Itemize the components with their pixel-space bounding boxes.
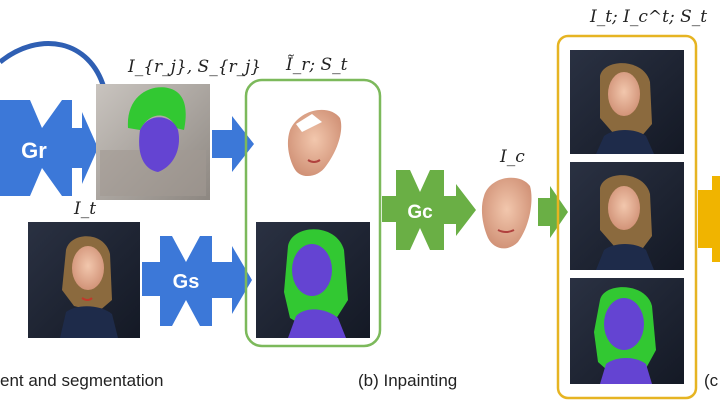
completed-face-label: I_c — [499, 147, 525, 167]
arrow-face-to-blend — [538, 186, 568, 238]
caption-c: (c — [704, 371, 719, 390]
partial-face-image — [287, 109, 342, 177]
feedback-loop-arc — [0, 40, 107, 89]
blend-transferred-image — [570, 162, 684, 270]
caption-b: (b) Inpainting — [358, 371, 457, 390]
target-segmentation-image — [256, 222, 370, 338]
completed-face-image — [481, 177, 532, 249]
reenact-output-label: I_{r_j}, S_{r_j} — [127, 57, 261, 77]
target-face-segment — [292, 244, 332, 296]
arrow-panel-to-gc — [382, 196, 396, 222]
blend-segmentation-image — [570, 278, 684, 384]
caption-a: ent and segmentation — [0, 371, 164, 390]
target-input-label: I_t — [73, 199, 96, 219]
arrow-gc-to-face — [444, 184, 476, 236]
generator-gs: Gs — [142, 236, 252, 326]
blend-input-label: I_t; I_c^t; S_t — [589, 7, 707, 27]
hair-segment — [127, 87, 186, 130]
face-segment — [139, 117, 180, 172]
generator-gr-label: Gr — [21, 138, 47, 163]
reenacted-image — [96, 84, 210, 200]
generator-gs-label: Gs — [173, 271, 200, 293]
arrow-gr-to-output — [72, 112, 98, 184]
generator-gc: Gc — [382, 170, 476, 250]
arrow-gs-to-seg — [212, 246, 252, 314]
blending-panel — [556, 34, 698, 400]
blend-target-image — [570, 50, 684, 154]
inpainting-panel — [244, 78, 382, 348]
arrow-to-blend-generator — [698, 176, 720, 262]
inpaint-input-label: Ĩ_r; S_t — [285, 54, 348, 75]
target-image — [28, 222, 140, 338]
generator-gc-label: Gc — [407, 202, 433, 223]
arrow-reenact-to-inpaint — [212, 116, 254, 172]
generator-gr: Gr — [0, 100, 98, 196]
